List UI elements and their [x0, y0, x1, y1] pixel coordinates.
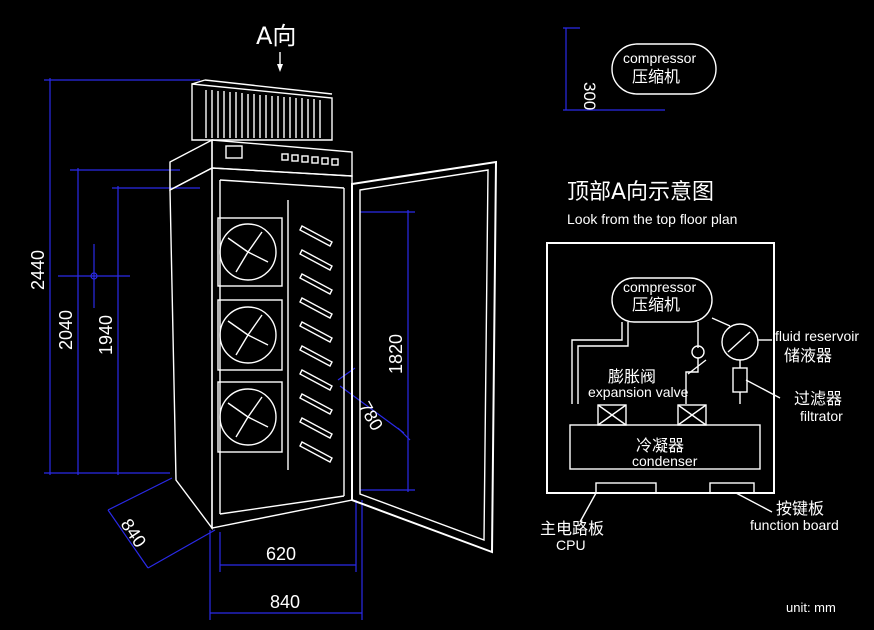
dimension-lines: [44, 27, 665, 620]
dim-1940: 1940: [96, 315, 116, 355]
compressor-plan-label-en: compressor: [623, 279, 696, 295]
dim-2040: 2040: [56, 310, 76, 350]
dim-1820: 1820: [386, 334, 406, 374]
view-label: A向: [256, 22, 296, 50]
condenser-label-zh: 冷凝器: [636, 436, 684, 455]
filtrator-label-zh: 过滤器: [794, 389, 842, 408]
dim-840-side: 840: [117, 515, 150, 551]
expansion-valve-label-en: expansion valve: [588, 384, 689, 400]
dim-840-front: 840: [270, 592, 300, 612]
function-board-label-en: function board: [750, 517, 839, 533]
top-view-schematic: [546, 242, 781, 523]
filtrator-label-en: filtrator: [800, 408, 843, 424]
unit-note: unit: mm: [786, 600, 836, 615]
top-view-subtitle: Look from the top floor plan: [567, 211, 737, 227]
dim-2440: 2440: [28, 250, 48, 290]
compressor-label-zh: 压缩机: [632, 67, 680, 86]
cpu-label-en: CPU: [556, 537, 586, 553]
compressor-outline: [611, 43, 717, 95]
expansion-valve-label-zh: 膨胀阀: [608, 367, 656, 386]
fluid-reservoir-label-zh: 储液器: [784, 346, 832, 365]
condenser-label-en: condenser: [632, 453, 698, 469]
compressor-label-en: compressor: [623, 50, 696, 66]
view-arrow-icon: [277, 52, 283, 72]
compressor-plan-label-zh: 压缩机: [632, 295, 680, 314]
top-view-title: 顶部A向示意图: [567, 180, 714, 205]
function-board-label-zh: 按键板: [776, 499, 824, 518]
fluid-reservoir-label-en: fluid reservoir: [775, 328, 859, 344]
cpu-label-zh: 主电路板: [540, 519, 604, 538]
dim-620: 620: [266, 544, 296, 564]
cabinet-drawing: [169, 79, 498, 554]
dim-300: 300: [580, 82, 599, 110]
